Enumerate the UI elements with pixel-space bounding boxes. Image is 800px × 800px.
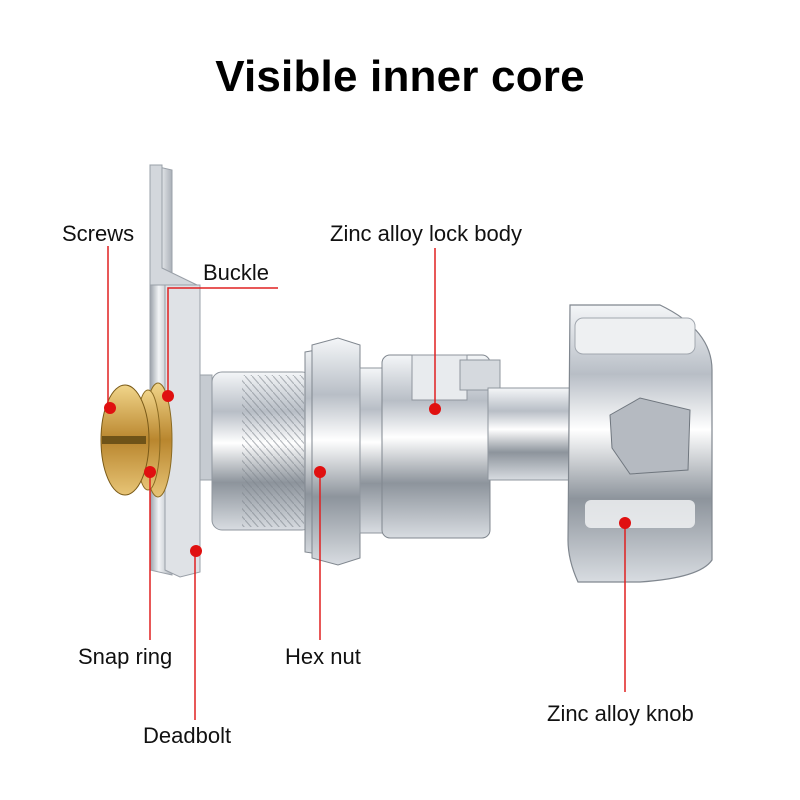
label-knob: Zinc alloy knob [547,701,694,726]
hex-nut [304,337,386,566]
label-snap-ring: Snap ring [78,644,173,669]
marker-hex-nut [314,466,326,478]
label-hex-nut: Hex nut [285,644,361,669]
marker-lock-body [429,403,441,415]
label-lock-body: Zinc alloy lock body [330,221,522,246]
marker-buckle [162,390,174,402]
marker-snap-ring [144,466,156,478]
label-deadbolt: Deadbolt [143,723,232,748]
marker-knob [619,517,631,529]
label-screws: Screws [62,221,135,246]
deadbolt-plate [149,164,213,578]
leader-buckle [167,287,278,394]
marker-dots [104,390,631,557]
shaft [487,387,581,481]
marker-screws [104,402,116,414]
lock-body [381,354,501,539]
marker-deadbolt [190,545,202,557]
leader-lines [107,246,626,720]
diagram-title: Visible inner core [215,52,585,101]
knob [567,304,713,583]
threaded-tube [211,371,313,531]
label-buckle: Buckle [203,260,270,285]
